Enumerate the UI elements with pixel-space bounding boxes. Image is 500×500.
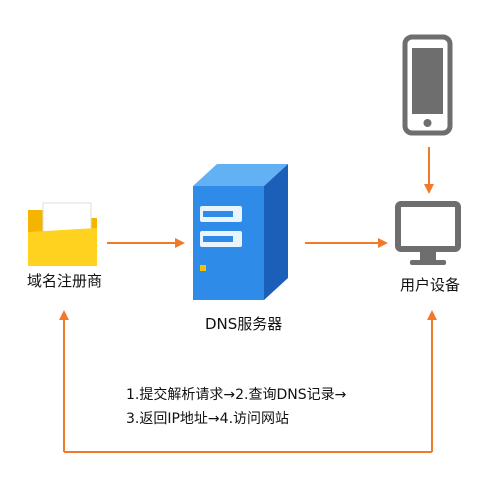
steps-text-line-2: 3.返回IP地址→4.访问网站 [126, 411, 290, 427]
steps-text-line-1: 1.提交解析请求→2.查询DNS记录→ [126, 387, 347, 403]
monitor-icon [395, 201, 461, 265]
server-icon [193, 164, 288, 300]
folder-icon [28, 202, 97, 266]
dns-server-label: DNS服务器 [205, 315, 283, 333]
phone-icon [402, 34, 453, 136]
user-device-label: 用户设备 [400, 276, 461, 294]
registrar-label: 域名注册商 [27, 272, 103, 290]
